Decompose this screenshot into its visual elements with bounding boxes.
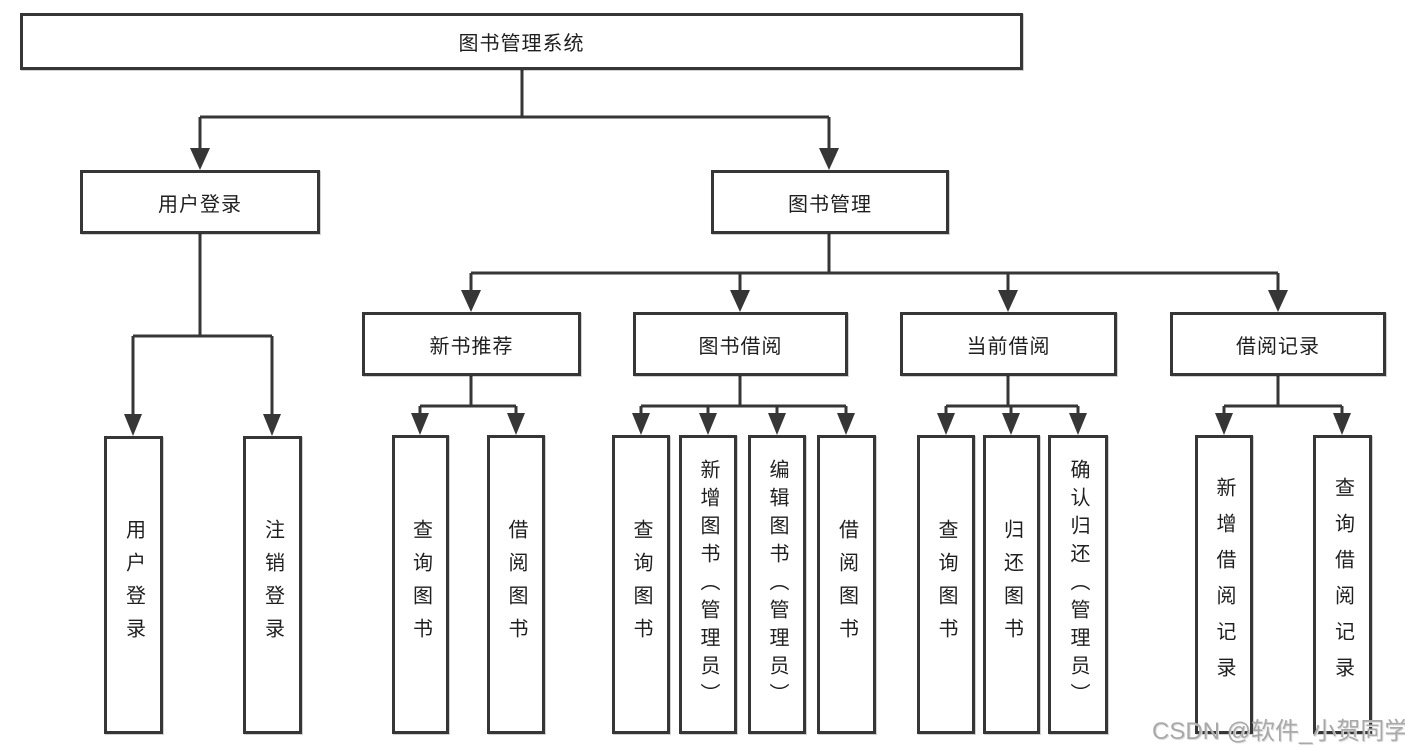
- leaf-cb-return-books-label: 归还图书: [1000, 518, 1023, 651]
- node-root-label: 图书管理系统: [458, 33, 585, 55]
- leaf-rec-query-books-label: 查询图书: [409, 518, 432, 651]
- leaf-cb-confirm-return-admin: 确认归还（管理员）: [1048, 435, 1108, 734]
- leaf-cb-query-books-label: 查询图书: [935, 518, 957, 651]
- csdn-watermark: CSDN @软件_小贺同学: [1152, 718, 1405, 745]
- node-book-management: 图书管理: [711, 170, 949, 234]
- leaf-bb-edit-books-admin: 编辑图书（管理员）: [748, 435, 806, 734]
- leaf-bb-borrow-books: 借阅图书: [817, 435, 876, 734]
- leaf-br-add-record: 新增借阅记录: [1195, 435, 1253, 734]
- leaf-br-query-record-label: 查询借阅记录: [1331, 476, 1354, 693]
- node-borrowing-records-label: 借阅记录: [1236, 335, 1320, 358]
- leaf-br-add-record-label: 新增借阅记录: [1213, 476, 1235, 693]
- node-new-book-recommend: 新书推荐: [362, 312, 581, 376]
- leaf-user-login-label: 用户登录: [122, 519, 145, 651]
- node-book-management-label: 图书管理: [788, 193, 872, 216]
- leaf-cb-query-books: 查询图书: [917, 435, 975, 734]
- node-root: 图书管理系统: [20, 13, 1023, 70]
- node-current-borrowing-label: 当前借阅: [966, 335, 1051, 358]
- leaf-cb-return-books: 归还图书: [983, 435, 1040, 734]
- node-new-book-recommend-label: 新书推荐: [429, 335, 514, 358]
- leaf-rec-borrow-books: 借阅图书: [487, 435, 545, 734]
- leaf-cb-confirm-return-admin-label: 确认归还（管理员）: [1067, 458, 1089, 711]
- node-user-login-label: 用户登录: [158, 193, 242, 216]
- leaf-logout: 注销登录: [243, 436, 302, 734]
- leaf-bb-borrow-books-label: 借阅图书: [835, 518, 858, 651]
- node-book-borrowing-label: 图书借阅: [698, 335, 783, 358]
- node-borrowing-records: 借阅记录: [1170, 312, 1386, 376]
- node-current-borrowing: 当前借阅: [900, 312, 1117, 376]
- leaf-bb-add-books-admin-label: 新增图书（管理员）: [697, 458, 719, 711]
- node-book-borrowing: 图书借阅: [633, 312, 848, 376]
- leaf-br-query-record: 查询借阅记录: [1313, 435, 1372, 734]
- leaf-bb-edit-books-admin-label: 编辑图书（管理员）: [766, 458, 788, 711]
- leaf-bb-add-books-admin: 新增图书（管理员）: [679, 435, 737, 734]
- node-user-login: 用户登录: [80, 170, 320, 234]
- leaf-logout-label: 注销登录: [261, 519, 284, 651]
- arrowheads: [124, 148, 1351, 436]
- leaf-rec-borrow-books-label: 借阅图书: [505, 518, 527, 651]
- leaf-rec-query-books: 查询图书: [392, 435, 449, 734]
- leaf-bb-query-books-label: 查询图书: [630, 518, 652, 651]
- leaf-user-login: 用户登录: [104, 436, 163, 734]
- leaf-bb-query-books: 查询图书: [612, 435, 670, 734]
